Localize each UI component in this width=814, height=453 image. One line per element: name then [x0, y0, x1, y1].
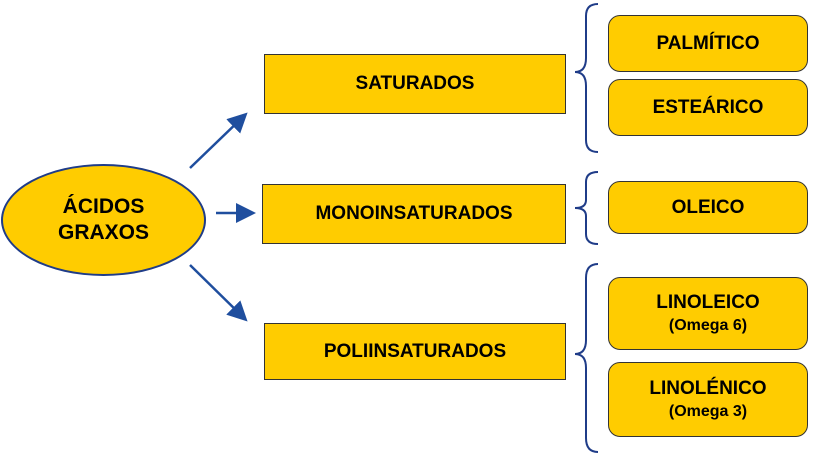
- acid-name: OLEICO: [671, 196, 745, 218]
- acid-linolenico: LINOLÉNICO (Omega 3): [608, 362, 808, 437]
- acid-omega-note: (Omega 3): [668, 402, 748, 420]
- acid-oleico: OLEICO: [608, 181, 808, 234]
- category-monoinsaturados: MONOINSATURADOS: [262, 184, 566, 244]
- category-poliinsaturados: POLIINSATURADOS: [264, 323, 566, 380]
- acid-estearico: ESTEÁRICO: [608, 79, 808, 136]
- acid-name: LINOLEICO: [656, 291, 760, 313]
- category-label: SATURADOS: [355, 73, 475, 94]
- brace-poliinsaturados: [574, 263, 599, 453]
- acid-omega-note: (Omega 6): [668, 316, 748, 334]
- category-label: POLIINSATURADOS: [323, 340, 507, 362]
- brace-monoinsaturados: [574, 171, 599, 245]
- root-line-2: GRAXOS: [57, 221, 149, 244]
- acid-linoleico: LINOLEICO (Omega 6): [608, 277, 808, 350]
- acid-name: LINOLÉNICO: [649, 377, 767, 399]
- root-node-acidos-graxos: ÁCIDOS GRAXOS: [1, 164, 206, 276]
- acid-palmitico: PALMÍTICO: [608, 15, 808, 72]
- category-saturados: SATURADOS: [264, 54, 566, 114]
- category-label: MONOINSATURADOS: [315, 203, 513, 224]
- arrow-to-saturados: [189, 112, 248, 169]
- arrow-to-poliinsaturados: [189, 264, 248, 322]
- brace-saturados: [574, 3, 599, 153]
- acid-name: PALMÍTICO: [656, 32, 760, 54]
- root-line-1: ÁCIDOS: [62, 195, 145, 218]
- acid-name: ESTEÁRICO: [652, 96, 764, 118]
